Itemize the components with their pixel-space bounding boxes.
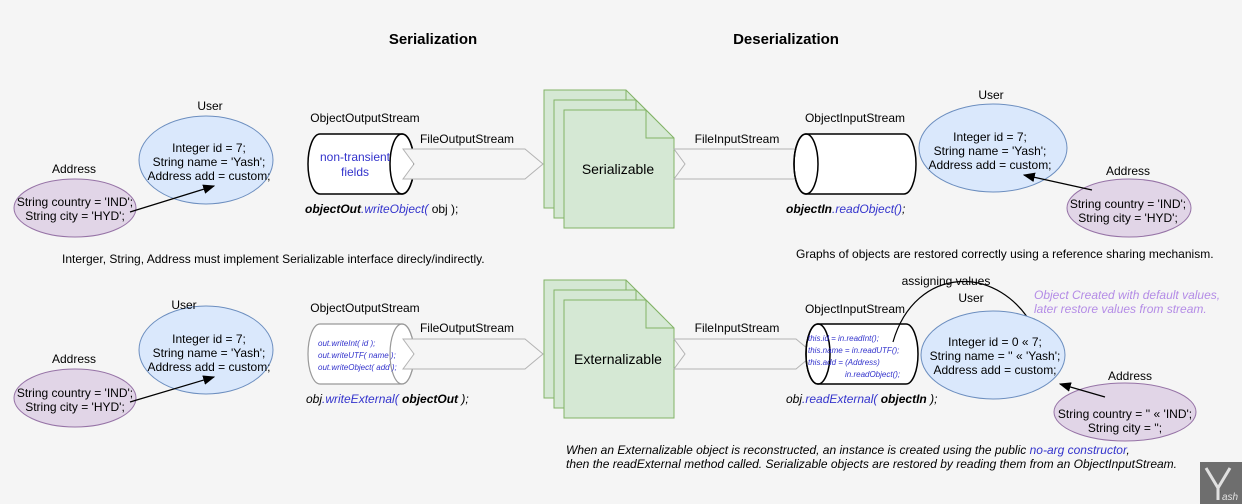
bottom-address-to-restored-user-arrow [1058, 382, 1106, 398]
author-logo-text: ash [1222, 492, 1239, 503]
top-r-user-line: Address add = custom; [928, 158, 1051, 172]
assigning-values-label: assigning values [902, 274, 991, 288]
top-r-address-label: Address [1106, 164, 1150, 178]
top-r-user-line: Integer id = 7; [953, 130, 1027, 144]
footer-line-2: then the readExternal method called. Ser… [566, 457, 1177, 471]
bottom-user-line: Address add = custom; [147, 360, 270, 374]
footer-line-1: When an Externalizable object is reconst… [566, 443, 1130, 457]
top-user-line: Address add = custom; [147, 169, 270, 183]
bottom-ois-inner: this.add = (Address) [808, 358, 880, 367]
bottom-r-address-line: String country = '' « 'IND'; [1058, 407, 1192, 421]
bottom-oos-inner: out.writeObject( add ); [318, 363, 397, 372]
top-oos-cylinder: ObjectOutputStream non-transient fields … [305, 111, 458, 216]
bottom-oos-label: ObjectOutputStream [310, 301, 419, 315]
top-ois-cylinder: ObjectInputStream objectIn.readObject(); [786, 111, 917, 216]
top-oos-label: ObjectOutputStream [310, 111, 419, 125]
bottom-fos-label: FileOutputStream [420, 321, 514, 335]
top-address-line: String city = 'HYD'; [25, 209, 125, 223]
note-graph-restore: Graphs of objects are restored correctly… [796, 247, 1214, 261]
bottom-oos-inner: out.writeInt( id ); [318, 339, 375, 348]
bottom-address-line: String country = 'IND'; [17, 386, 133, 400]
top-serializable-doc-stack: Serializable [543, 89, 675, 229]
bottom-ois-inner: this.id = in.readInt(); [808, 334, 879, 343]
bottom-user-line: Integer id = 7; [172, 332, 246, 346]
default-values-note: Object Created with default values, [1034, 288, 1220, 302]
bottom-restored-user-node: User Integer id = 0 « 7; String name = '… [920, 291, 1066, 400]
bottom-oos-inner: out.writeUTF( name ); [318, 351, 396, 360]
bottom-ois-inner: this.name = in.readUTF(); [808, 346, 899, 355]
top-doc-label: Serializable [582, 161, 655, 177]
top-oos-inner: non-transient [320, 150, 391, 164]
top-write-call: objectOut.writeObject( obj ); [305, 202, 458, 216]
top-address-node: Address String country = 'IND'; String c… [13, 162, 137, 238]
default-values-note: later restore values from stream. [1034, 302, 1207, 316]
bottom-address-line: String city = 'HYD'; [25, 400, 125, 414]
top-oos-inner: fields [341, 165, 369, 179]
bottom-ois-cylinder: ObjectInputStream this.id = in.readInt()… [786, 302, 937, 406]
top-fis-label: FileInputStream [695, 132, 780, 146]
top-fis-arrow: FileInputStream [673, 132, 815, 180]
bottom-r-user-label: User [958, 291, 983, 305]
heading-deserialization: Deserialization [733, 31, 839, 48]
top-r-user-line: String name = 'Yash'; [934, 144, 1047, 158]
bottom-r-user-line: String name = '' « 'Yash'; [930, 349, 1061, 363]
top-restored-address-node: Address String country = 'IND'; String c… [1066, 164, 1192, 238]
bottom-r-user-line: Address add = custom; [933, 363, 1056, 377]
note-implement-serializable: Interger, String, Address must implement… [62, 252, 485, 266]
bottom-r-user-line: Integer id = 0 « 7; [948, 335, 1042, 349]
bottom-ois-label: ObjectInputStream [805, 302, 905, 316]
bottom-read-call: obj.readExternal( objectIn ); [786, 392, 937, 406]
top-address-to-restored-user-arrow [1022, 172, 1093, 191]
bottom-doc-label: Externalizable [574, 351, 662, 367]
bottom-user-node: User Integer id = 7; String name = 'Yash… [138, 298, 274, 395]
bottom-fis-arrow: FileInputStream [673, 321, 815, 370]
bottom-fos-arrow: FileOutputStream [402, 321, 544, 370]
top-r-address-line: String city = 'HYD'; [1078, 211, 1178, 225]
bottom-r-address-line: String city = ''; [1088, 421, 1162, 435]
top-fos-label: FileOutputStream [420, 132, 514, 146]
bottom-user-line: String name = 'Yash'; [153, 346, 266, 360]
top-fos-arrow: FileOutputStream [402, 132, 544, 180]
bottom-externalizable-doc-stack: Externalizable [543, 279, 675, 419]
bottom-write-call: obj.writeExternal( objectOut ); [306, 392, 469, 406]
top-address-line: String country = 'IND'; [17, 195, 133, 209]
bottom-oos-cylinder: ObjectOutputStream out.writeInt( id ); o… [306, 301, 469, 406]
bottom-address-label: Address [52, 352, 96, 366]
heading-serialization: Serialization [389, 31, 477, 48]
bottom-user-label: User [171, 298, 196, 312]
top-address-to-user-arrow [129, 184, 216, 213]
top-user-line: Integer id = 7; [172, 141, 246, 155]
top-address-label: Address [52, 162, 96, 176]
bottom-r-address-label: Address [1108, 369, 1152, 383]
top-r-address-line: String country = 'IND'; [1070, 197, 1186, 211]
top-r-user-label: User [978, 88, 1003, 102]
top-user-line: String name = 'Yash'; [153, 155, 266, 169]
bottom-restored-address-node: Address String country = '' « 'IND'; Str… [1053, 369, 1197, 442]
bottom-address-to-user-arrow [129, 375, 216, 403]
bottom-fis-label: FileInputStream [695, 321, 780, 335]
top-user-node: User Integer id = 7; String name = 'Yash… [138, 99, 274, 205]
top-restored-user-node: User Integer id = 7; String name = 'Yash… [918, 88, 1068, 193]
bottom-address-node: Address String country = 'IND'; String c… [13, 352, 137, 428]
assigning-values-arrow [892, 281, 1036, 343]
top-user-label: User [197, 99, 222, 113]
top-read-call: objectIn.readObject(); [786, 202, 905, 216]
top-ois-label: ObjectInputStream [805, 111, 905, 125]
author-logo: ash [1200, 462, 1242, 504]
bottom-ois-inner: in.readObject(); [845, 370, 900, 379]
